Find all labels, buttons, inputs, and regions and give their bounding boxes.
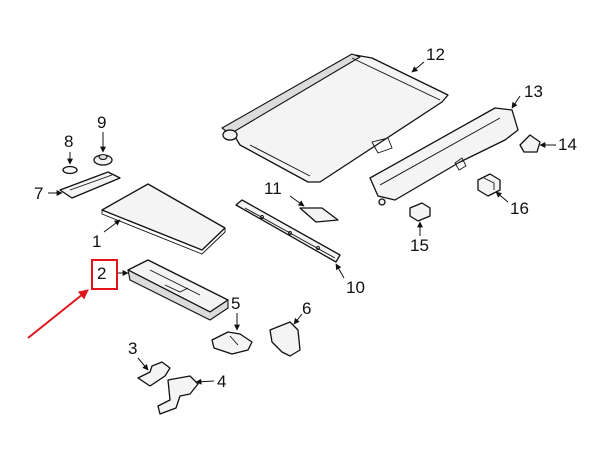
part-6-bracket: [269, 321, 301, 357]
part-8-washer: [62, 165, 78, 175]
leader-3: [137, 357, 149, 371]
callout-16: 16: [510, 199, 529, 218]
callout-2: 2: [97, 264, 106, 283]
part-1-floor-panel: [101, 183, 226, 255]
part-5-bracket: [211, 331, 253, 355]
leader-11: [289, 195, 305, 207]
leader-13: [511, 95, 521, 109]
callout-1: 1: [92, 232, 101, 251]
callout-4: 4: [217, 372, 226, 391]
highlight-box: [91, 259, 118, 290]
part-3-bracket: [137, 361, 171, 387]
part-14-clip: [519, 134, 541, 153]
leader-12: [411, 61, 425, 73]
part-12-cargo-cover: [221, 53, 449, 183]
callout-13: 13: [524, 82, 543, 101]
callout-11: 11: [264, 179, 282, 198]
callout-14: 14: [558, 135, 577, 154]
part-16-bracket: [477, 173, 501, 197]
highlight-arrow: [27, 289, 89, 339]
part-13-side-trim: [369, 107, 519, 206]
part-4-hook-bracket: [157, 375, 199, 415]
part-11-bracket: [299, 207, 339, 223]
callout-8: 8: [64, 132, 73, 151]
part-15-clip: [409, 202, 431, 222]
callout-7: 7: [34, 184, 43, 203]
callout-9: 9: [97, 113, 106, 132]
part-2-storage-tray: [127, 259, 229, 321]
leader-lines: [48, 61, 556, 385]
leader-6: [293, 313, 303, 325]
callout-6: 6: [302, 299, 311, 318]
callout-labels: 1 2 3 4 5 6 7 8 9 10 11 12 13 14 15 16: [34, 45, 577, 391]
part-10-rail: [235, 199, 341, 263]
part-7-trim-strip: [59, 171, 121, 199]
callout-15: 15: [410, 236, 429, 255]
leader-16: [495, 191, 509, 203]
leader-1: [103, 219, 121, 233]
callout-10: 10: [346, 278, 365, 297]
part-9-fastener: [93, 153, 113, 166]
callout-5: 5: [231, 294, 240, 313]
leader-4: [195, 378, 215, 385]
callout-3: 3: [128, 339, 137, 358]
callout-12: 12: [426, 45, 445, 64]
leader-10: [335, 263, 345, 279]
